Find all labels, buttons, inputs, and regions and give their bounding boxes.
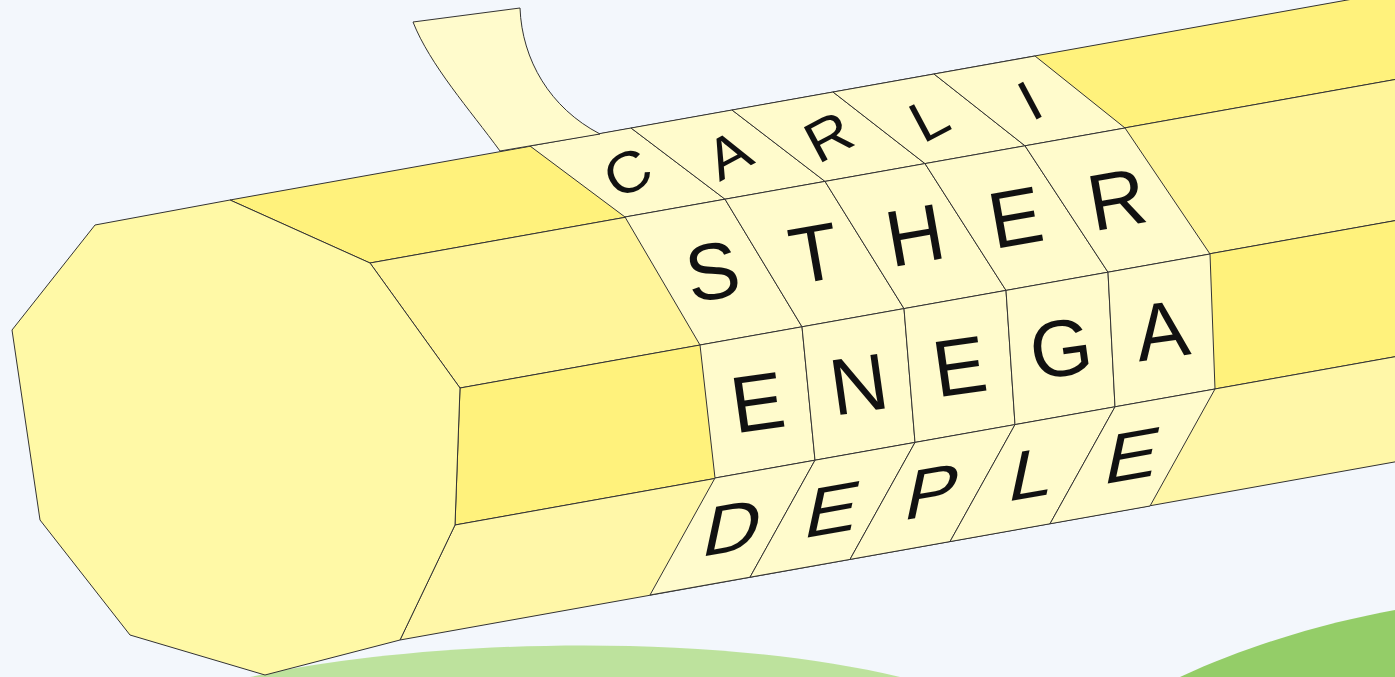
strip-curl: [413, 8, 600, 151]
cipher-letter: E: [726, 359, 790, 446]
strip-cell: [1108, 254, 1215, 407]
cipher-letter: E: [928, 323, 992, 410]
cipher-letter: G: [1025, 305, 1098, 393]
strip-cell: [1006, 272, 1115, 424]
prism-face: [400, 274, 1395, 640]
strip-cell: [700, 327, 815, 478]
strip-cell: [1025, 128, 1210, 272]
leaf-shape: [1180, 610, 1395, 677]
strip-cell: [802, 309, 915, 461]
strip-cell: [1050, 389, 1215, 524]
cipher-letter: N: [825, 341, 893, 428]
prism-end-face: [12, 200, 460, 675]
cipher-letter: A: [1130, 287, 1194, 374]
strip-cell: [934, 56, 1125, 146]
strip-cell: [904, 290, 1015, 442]
